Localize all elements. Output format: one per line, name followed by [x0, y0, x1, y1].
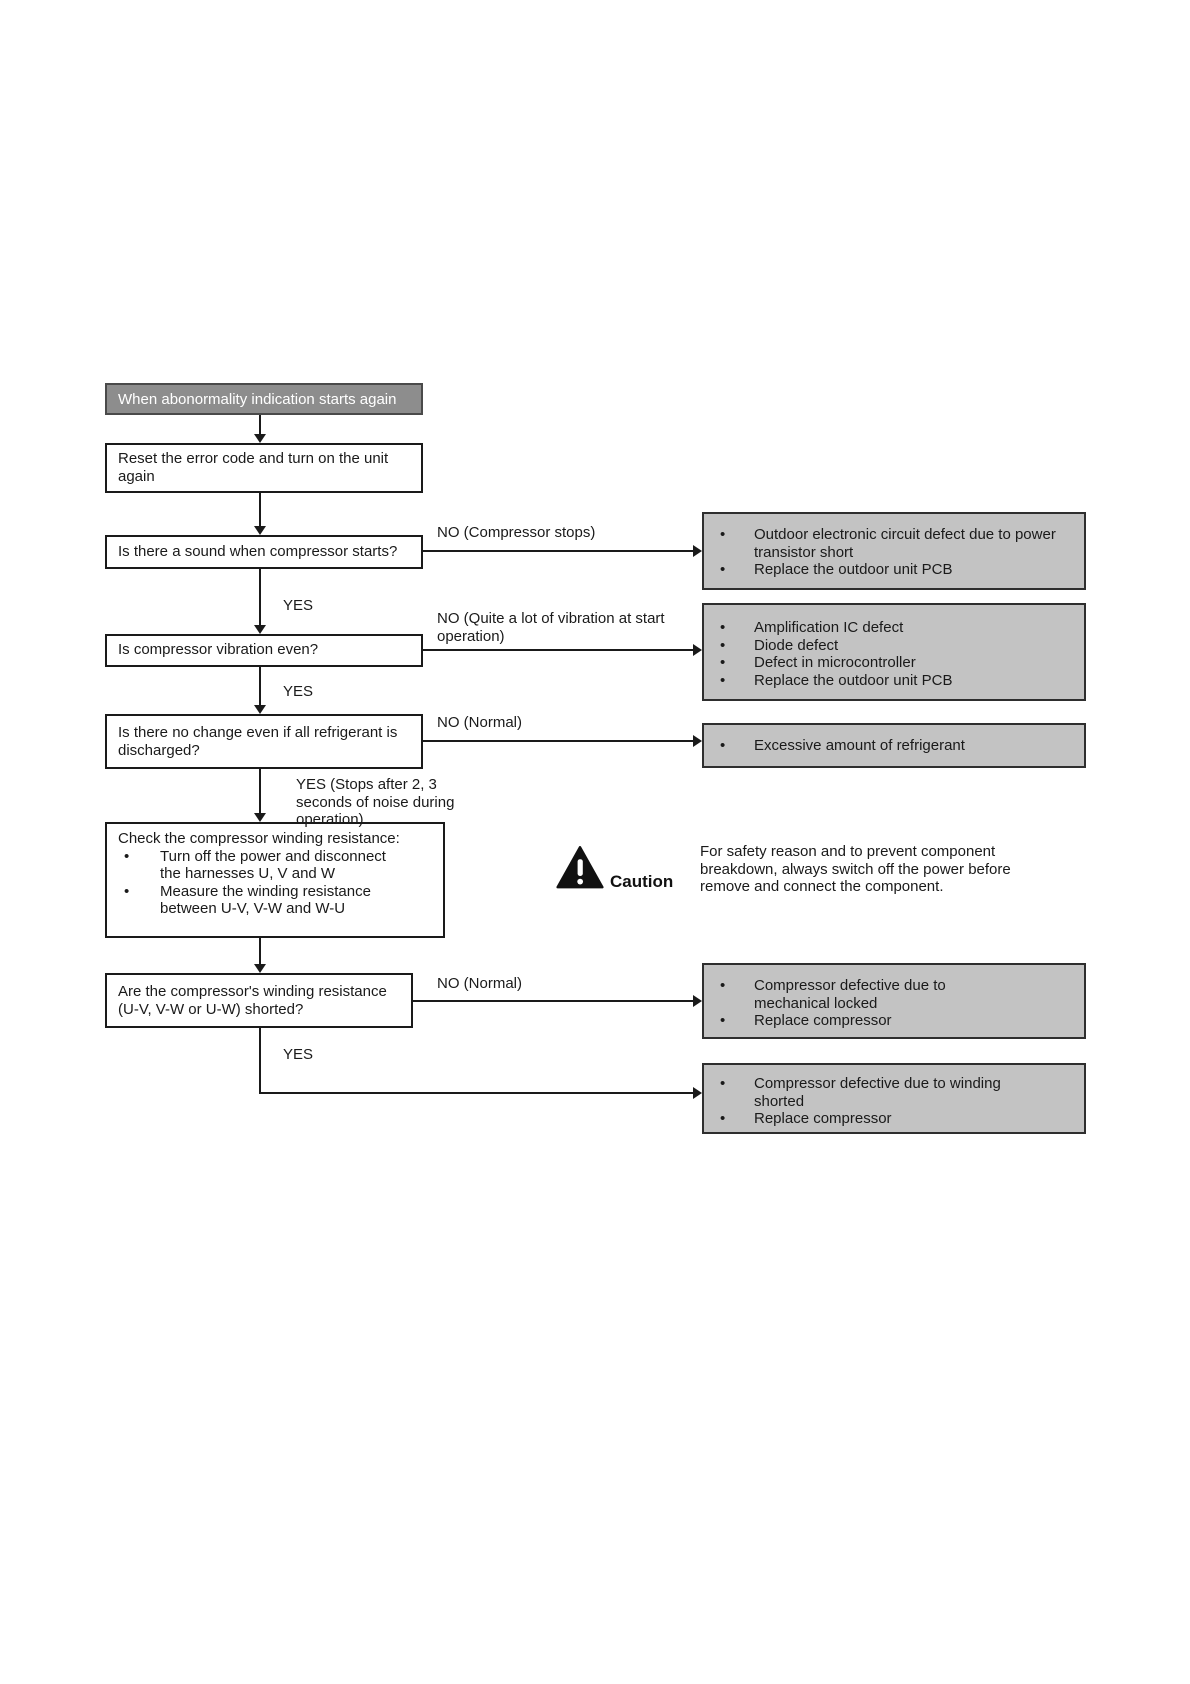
arrowhead-right-icon — [693, 1087, 702, 1099]
check-winding-node: Check the compressor winding resistance:… — [105, 822, 445, 938]
bullet-icon: • — [720, 671, 726, 689]
result-refrigerant: • Excessive amount of refrigerant — [702, 723, 1086, 768]
check-winding-title: Check the compressor winding resistance: — [118, 830, 400, 847]
caution-triangle-icon — [556, 842, 604, 894]
connector-no-vibration — [423, 649, 694, 651]
connector-no-refrigerant — [423, 740, 694, 742]
caution-label: Caution — [610, 872, 674, 891]
connector-start-reset — [259, 415, 261, 435]
arrowhead-right-icon — [693, 545, 702, 557]
bullet-icon: • — [720, 977, 726, 994]
question-refrigerant-label: Is there no change even if all refrigera… — [118, 724, 398, 759]
result-item: • Outdoor electronic circuit defect due … — [720, 526, 1056, 561]
bullet-icon: • — [720, 1012, 726, 1029]
bullet-icon: • — [720, 1075, 726, 1092]
question-vibration-label: Is compressor vibration even? — [118, 641, 319, 658]
question-winding-label: Are the compressor's winding resistance … — [118, 983, 387, 1018]
connector-refrigerant-check — [259, 769, 261, 814]
label-yes-sound: YES — [283, 597, 314, 614]
connector-no-winding — [413, 1000, 694, 1002]
bullet-icon: • — [124, 847, 130, 865]
connector-no-sound — [423, 550, 694, 552]
start-node: When abonormality indication starts agai… — [105, 383, 423, 415]
label-yes-winding: YES — [283, 1046, 314, 1063]
arrowhead-down-icon — [254, 526, 266, 535]
label-yes-refrigerant: YES (Stops after 2, 3 seconds of noise d… — [296, 776, 455, 828]
bullet-icon: • — [720, 636, 726, 654]
question-refrigerant-node: Is there no change even if all refrigera… — [105, 714, 423, 769]
result-winding-shorted: • Compressor defective due to winding sh… — [702, 1063, 1086, 1134]
result-pcb-short: • Outdoor electronic circuit defect due … — [702, 512, 1086, 590]
bullet-icon: • — [720, 619, 726, 636]
reset-node-label: Reset the error code and turn on the uni… — [118, 450, 389, 485]
arrowhead-down-icon — [254, 434, 266, 443]
result-ic-defect: • Amplification IC defect • Diode defect… — [702, 603, 1086, 701]
bullet-icon: • — [720, 1110, 726, 1127]
label-yes-vibration: YES — [283, 683, 314, 700]
result-item: • Compressor defective due to mechanical… — [720, 977, 946, 1012]
check-winding-bullet-1: • Turn off the power and disconnect the … — [124, 847, 386, 883]
label-no-winding: NO (Normal) — [437, 975, 522, 992]
label-no-vibration: NO (Quite a lot of vibration at start op… — [437, 610, 665, 645]
arrowhead-down-icon — [254, 705, 266, 714]
question-vibration-node: Is compressor vibration even? — [105, 634, 423, 667]
bullet-icon: • — [720, 737, 726, 754]
label-no-refrigerant: NO (Normal) — [437, 714, 522, 731]
bullet-icon: • — [720, 526, 726, 543]
reset-node: Reset the error code and turn on the uni… — [105, 443, 423, 493]
arrowhead-down-icon — [254, 625, 266, 634]
check-winding-bullet-2: • Measure the winding resistance between… — [124, 882, 371, 918]
question-sound-label: Is there a sound when compressor starts? — [118, 543, 398, 560]
result-item: • Amplification IC defect — [720, 619, 904, 636]
bullet-icon: • — [124, 882, 130, 900]
start-node-label: When abonormality indication starts agai… — [118, 390, 397, 408]
bullet-icon: • — [720, 654, 726, 671]
question-winding-node: Are the compressor's winding resistance … — [105, 973, 413, 1028]
connector-winding-yes-horizontal — [259, 1092, 694, 1094]
arrowhead-right-icon — [693, 995, 702, 1007]
connector-sound-vibration — [259, 569, 261, 626]
result-item: • Replace the outdoor unit PCB — [720, 671, 953, 689]
arrowhead-down-icon — [254, 813, 266, 822]
connector-check-winding — [259, 938, 261, 965]
result-item: • Replace compressor — [720, 1012, 892, 1029]
question-sound-node: Is there a sound when compressor starts? — [105, 535, 423, 569]
connector-winding-yes-vertical — [259, 1028, 261, 1094]
connector-reset-sound — [259, 493, 261, 526]
bullet-icon: • — [720, 561, 726, 578]
caution-text: For safety reason and to prevent compone… — [700, 843, 1011, 895]
label-no-sound: NO (Compressor stops) — [437, 524, 596, 541]
result-item: • Replace the outdoor unit PCB — [720, 561, 953, 578]
arrowhead-down-icon — [254, 964, 266, 973]
result-item: • Excessive amount of refrigerant — [720, 737, 965, 754]
connector-vibration-refrigerant — [259, 667, 261, 706]
result-item: • Defect in microcontroller — [720, 654, 916, 671]
result-item: • Compressor defective due to winding sh… — [720, 1075, 1001, 1110]
result-item: • Replace compressor — [720, 1110, 892, 1127]
arrowhead-right-icon — [693, 644, 702, 656]
arrowhead-right-icon — [693, 735, 702, 747]
result-item: • Diode defect — [720, 636, 839, 654]
result-mechanical-locked: • Compressor defective due to mechanical… — [702, 963, 1086, 1039]
